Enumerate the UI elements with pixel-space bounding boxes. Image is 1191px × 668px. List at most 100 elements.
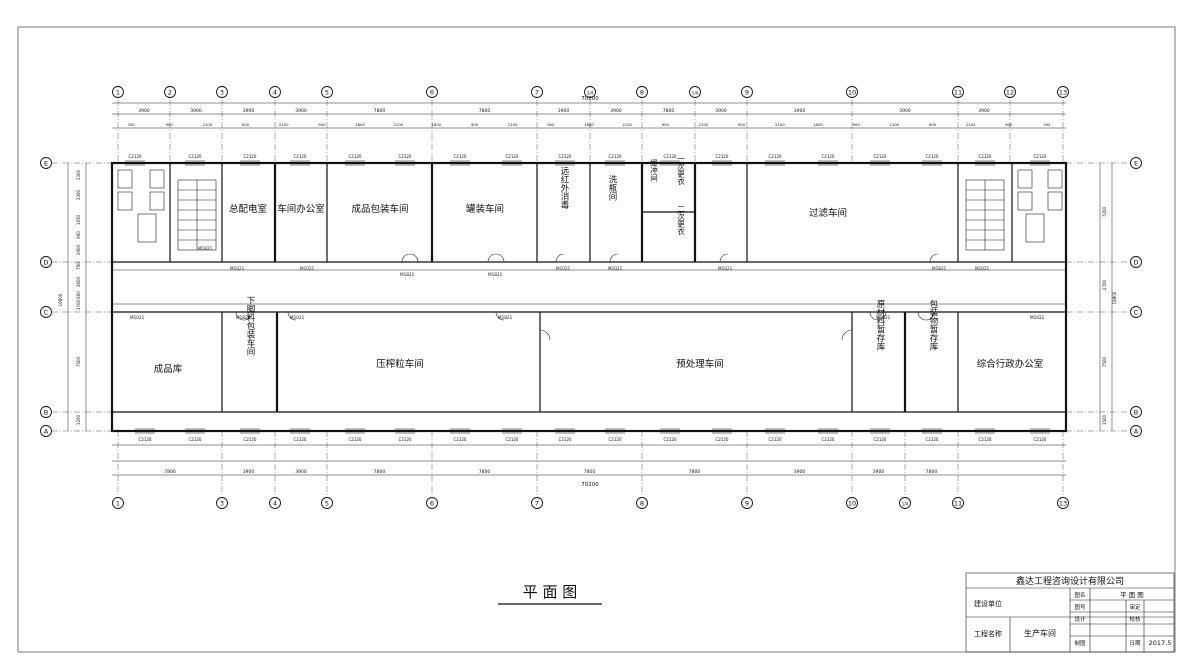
window-tag: C2120 (1034, 437, 1047, 442)
svg-text:9: 9 (745, 499, 749, 507)
title-block-review-label: 审定 (1129, 603, 1141, 611)
svg-text:M1021: M1021 (1030, 315, 1045, 320)
window-tag: C2120 (926, 154, 939, 159)
window-tag: C2120 (664, 154, 677, 159)
svg-text:M1021: M1021 (130, 315, 145, 320)
svg-text:B: B (44, 408, 48, 416)
dim-label: 19800 (1112, 291, 1117, 304)
title-block-design-label: 设计 (1074, 615, 1086, 623)
window-tag: C2120 (822, 154, 835, 159)
dim-label: 3900 (899, 108, 911, 114)
interior-partitions (169, 163, 1013, 412)
total-dimension-bottom: 70200 (581, 482, 599, 488)
axis-bubble-top: 9 (741, 86, 753, 98)
room-label-finished-packing: 成品包装车间 (351, 203, 408, 215)
axis-bubble-bottom: 13 (1057, 497, 1069, 509)
dim-label: 600 (76, 291, 81, 299)
axis-bubble-bottom: 1/4 (899, 497, 911, 509)
window-tag: C2120 (349, 154, 362, 159)
axis-bubble-right: D (1130, 256, 1142, 268)
window-tag: C2120 (609, 437, 622, 442)
svg-text:M1821: M1821 (876, 315, 891, 320)
dim-label: 3900 (978, 108, 990, 114)
dim-label: 3900 (190, 108, 202, 114)
dim-label: 2100 (775, 122, 785, 127)
dim-label: 1200 (76, 414, 81, 425)
room-label-filling: 罐装车间 (466, 203, 504, 215)
dim-label: 900 (166, 122, 174, 127)
window-tag: C2120 (1034, 154, 1047, 159)
dim-label: 900 (852, 122, 860, 127)
svg-text:8: 8 (640, 499, 644, 507)
svg-text:M1021: M1021 (556, 266, 571, 271)
window-tag: C2120 (979, 437, 992, 442)
axis-bubble-top: 2 (164, 86, 176, 98)
svg-text:2: 2 (168, 88, 172, 96)
sheet-border (17, 26, 1176, 653)
room-label-workshop-office: 车间办公室 (277, 203, 325, 215)
room-label-scrap-packing: 下脚料包装车间 (245, 296, 255, 356)
svg-text:1/4: 1/4 (902, 501, 909, 506)
title-block-drawing-no-label: 图号 (1074, 603, 1086, 611)
axis-bubble-bottom: 9 (741, 497, 753, 509)
dim-label: 1800 (355, 122, 365, 127)
dim-label: 2100 (699, 122, 709, 127)
svg-text:M1821: M1821 (198, 246, 213, 251)
stair-left (177, 179, 217, 251)
dim-label: 7800 (164, 469, 176, 475)
dim-label: 900 (242, 122, 250, 127)
dim-label: 1800 (813, 122, 823, 127)
window-tag: C2120 (926, 437, 939, 442)
axis-bubble-right: E (1130, 157, 1142, 169)
title-block-project-label: 工程名称 (974, 629, 1002, 638)
svg-text:D: D (1133, 258, 1138, 266)
svg-text:M1821: M1821 (498, 315, 513, 320)
svg-text:A: A (1134, 427, 1139, 435)
title-block-drawing-name: 平 面 图 (1120, 591, 1144, 599)
dim-label: 7500 (1102, 356, 1107, 367)
room-label-package-store: 包装物暂存库 (928, 299, 938, 352)
title-block-company: 鑫达工程咨询设计有限公司 (1016, 575, 1124, 587)
title-block-draw-label: 制图 (1074, 639, 1086, 647)
axis-bubble-top: 3 (216, 86, 228, 98)
stair-right (965, 179, 1005, 251)
axis-bubble-bottom: 10 (846, 497, 858, 509)
dim-label: 7500 (76, 356, 81, 367)
dim-label: 1800 (584, 122, 594, 127)
window-tag: C2120 (454, 154, 467, 159)
axis-bubble-bottom: 8 (636, 497, 648, 509)
title-block-date: 2017.5 (1149, 639, 1172, 647)
axis-bubble-top: 5 (321, 86, 333, 98)
title-block: 鑫达工程咨询设计有限公司 建设单位 工程名称 生产车间 图名 平 面 图 图号 … (965, 572, 1175, 653)
dim-label: 7800 (689, 469, 701, 475)
svg-text:B: B (1134, 408, 1138, 416)
window-tag: C2120 (874, 437, 887, 442)
room-label-change-2: 二次更衣 (676, 205, 685, 236)
title-block-drawing-name-label: 图名 (1074, 591, 1085, 599)
door-tags: M1821 M1021 M1021 M1821 M1821 M1021 M102… (130, 246, 1045, 320)
axis-bubble-top: 12 (1004, 86, 1016, 98)
svg-text:6: 6 (430, 88, 434, 96)
dim-label: 7800 (374, 108, 386, 114)
left-dimensions: 3300330016509003900750360060037007500120… (58, 169, 81, 425)
axis-bubble-left: A (40, 425, 52, 437)
svg-text:5: 5 (325, 499, 329, 507)
total-dimension-top: 70200 (581, 96, 599, 102)
svg-text:10: 10 (848, 499, 856, 507)
svg-text:1/4: 1/4 (692, 90, 699, 95)
room-label-press: 压榨粒车间 (376, 358, 424, 370)
svg-text:3: 3 (220, 88, 224, 96)
axis-bubble-bottom: 5 (321, 497, 333, 509)
window-tag: C2120 (559, 154, 572, 159)
window-tag: C2120 (664, 437, 677, 442)
dim-label: 1800 (432, 122, 442, 127)
room-label-finished-store: 成品库 (154, 363, 183, 375)
dim-label: 3600 (76, 276, 81, 287)
title-block-date-label: 日期 (1129, 640, 1141, 647)
dim-label: 19800 (58, 293, 63, 306)
room-label-admin-office: 综合行政办公室 (977, 358, 1044, 370)
